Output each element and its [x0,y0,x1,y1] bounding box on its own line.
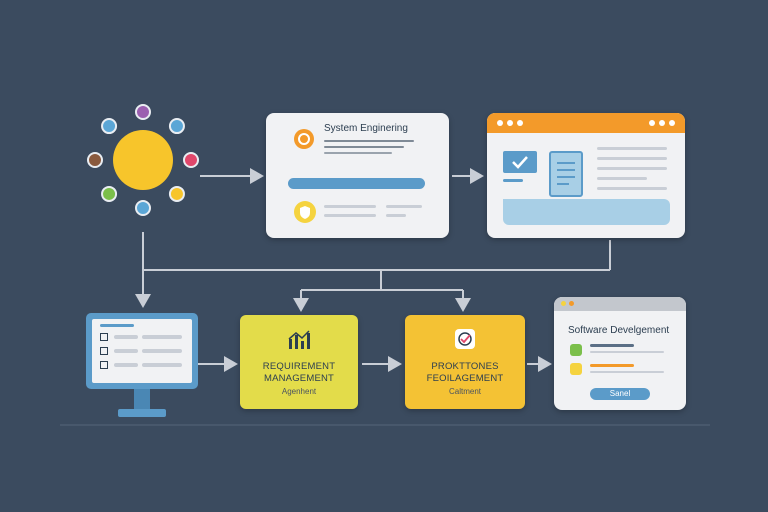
software-development-card[interactable]: Software Develgement Sanel [554,297,686,410]
card-title-bar [554,297,686,311]
hub-orbit-dot [168,185,185,202]
text-placeholder-line [386,205,422,208]
window-dot[interactable] [497,120,503,126]
browser-window-icon[interactable] [487,113,685,238]
window-dot[interactable] [569,301,574,306]
requirement-sublabel: Agenhent [281,387,317,396]
text-placeholder-line [590,364,634,367]
check-tile-icon [503,151,537,173]
text-placeholder-line [597,147,667,150]
text-placeholder-line [590,351,664,353]
hub-orbit-dot [135,104,151,120]
green-status-icon [570,344,582,356]
window-dot[interactable] [561,301,566,306]
requirement-label-line2: MANAGEMENT [263,373,335,384]
text-placeholder-line [590,371,664,373]
project-sublabel: Caltment [448,387,481,396]
text-placeholder-line [597,177,647,180]
content-tray [503,199,670,225]
hub-orbit-dot [101,185,118,202]
monitor-checklist-icon[interactable] [86,313,198,419]
window-dot[interactable] [669,120,675,126]
software-development-title: Software Develgement [568,325,670,336]
hub-orbit-dot [168,118,185,135]
browser-title-bar [487,113,685,133]
check-badge-icon [455,329,475,349]
project-label-line2: FEOILAGEMENT [426,373,504,384]
text-placeholder-line [597,157,667,160]
project-label-line1: PROKTTONES [431,361,499,372]
window-dot[interactable] [659,120,665,126]
text-placeholder-line [324,146,404,148]
text-placeholder-line [503,179,523,182]
text-placeholder-line [324,205,376,208]
yellow-status-icon [570,363,582,375]
system-engineering-title: System Enginering [324,123,408,134]
requirement-management-box[interactable]: REQUIREMENT MANAGEMENT Agenhent [240,315,358,409]
sun-hub-icon [86,103,202,219]
requirement-label-line1: REQUIREMENT [262,361,336,372]
text-placeholder-line [324,152,392,154]
text-placeholder-line [597,167,667,170]
hub-orbit-dot [101,118,118,135]
window-dot[interactable] [507,120,513,126]
text-placeholder-line [590,344,634,347]
window-dot[interactable] [517,120,523,126]
bar-chart-icon [287,329,311,351]
hub-orbit-dot [183,152,199,168]
system-engineering-card[interactable]: System Enginering [266,113,449,238]
progress-bar[interactable] [288,178,425,189]
text-placeholder-line [597,187,667,190]
yellow-shield-icon [294,201,316,223]
window-dot[interactable] [649,120,655,126]
text-placeholder-line [324,214,376,217]
project-management-box[interactable]: PROKTTONES FEOILAGEMENT Caltment [405,315,525,409]
clipboard-icon [549,151,583,197]
text-placeholder-line [386,214,406,217]
orange-gear-icon [294,129,314,149]
hub-orbit-dot [87,152,103,168]
text-placeholder-line [324,140,414,142]
hub-orbit-dot [135,200,151,216]
sanel-button[interactable]: Sanel [590,388,650,400]
